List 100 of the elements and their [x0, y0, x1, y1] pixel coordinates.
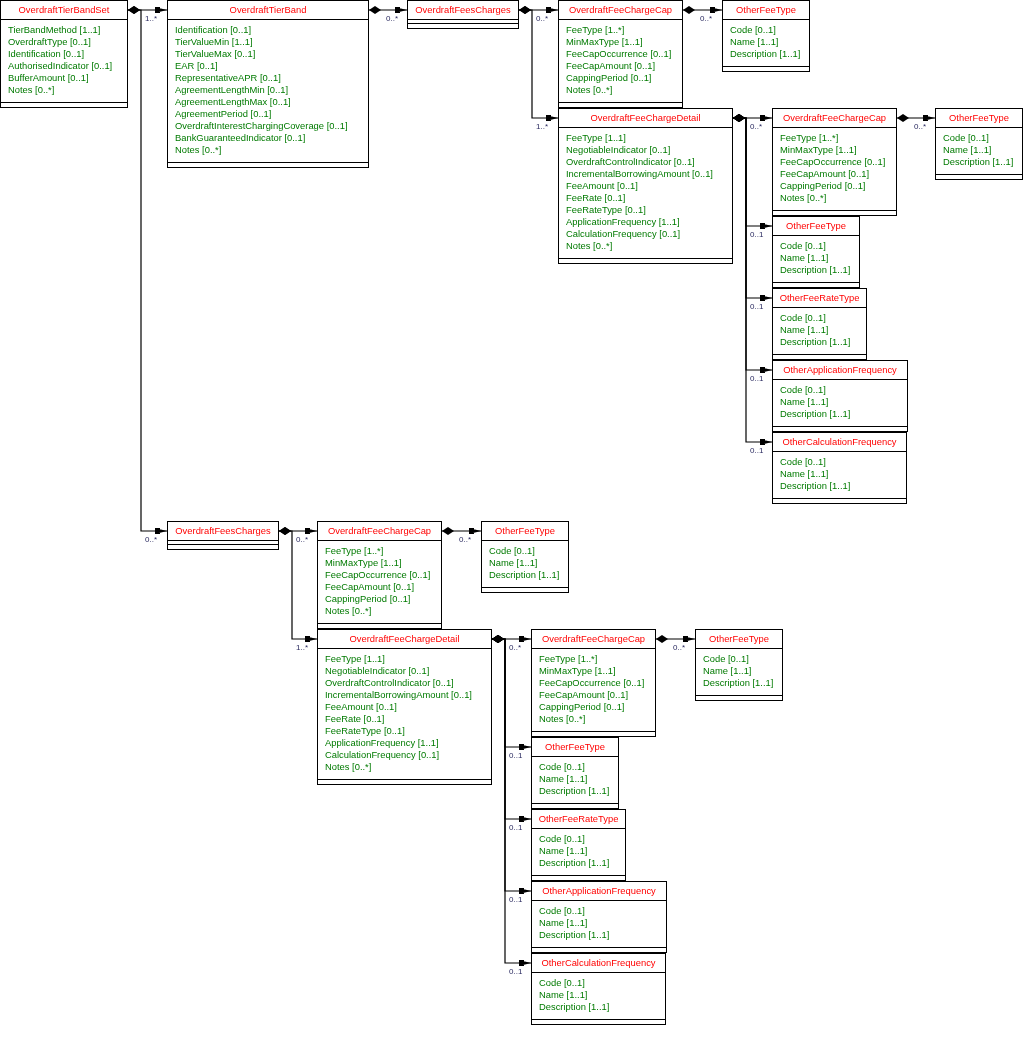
attribute-text: FeeType [1..*]	[539, 653, 599, 665]
multiplicity-label: 0..*	[699, 14, 713, 23]
attribute-text: FeeRate [0..1]	[566, 192, 627, 204]
class-box	[0, 0, 128, 108]
multiplicity-label: 0..*	[672, 643, 686, 652]
attribute-text: AgreementPeriod [0..1]	[175, 108, 273, 120]
class-box	[772, 432, 907, 504]
multiplicity-label: 0..1	[749, 302, 765, 311]
multiplicity-label: 0..1	[749, 230, 765, 239]
attribute-text: Notes [0..*]	[175, 144, 223, 156]
class-box	[935, 108, 1023, 180]
attribute-text: Notes [0..*]	[780, 192, 828, 204]
attribute-text: Identification [0..1]	[175, 24, 253, 36]
multiplicity-label: 0..1	[749, 446, 765, 455]
class-name: OverdraftFeesCharges	[168, 522, 278, 541]
attribute-text: FeeType [1..*]	[325, 545, 385, 557]
multiplicity-label: 1..*	[535, 122, 549, 131]
attribute-text: Code [0..1]	[703, 653, 750, 665]
class-box	[531, 737, 619, 809]
attribute-text: MinMaxType [1..1]	[566, 36, 644, 48]
attribute-text: Name [1..1]	[703, 665, 753, 677]
attribute-text: Description [1..1]	[539, 785, 611, 797]
attribute-text: FeeRate [0..1]	[325, 713, 386, 725]
attribute-text: MinMaxType [1..1]	[780, 144, 858, 156]
attribute-text: Name [1..1]	[780, 252, 830, 264]
class-box	[531, 629, 656, 737]
attribute-text: FeeAmount [0..1]	[566, 180, 639, 192]
class-name: OtherFeeRateType	[773, 289, 866, 308]
attribute-text: BufferAmount [0..1]	[8, 72, 90, 84]
attribute-text: Name [1..1]	[780, 324, 830, 336]
attribute-text: EAR [0..1]	[175, 60, 219, 72]
class-name: OtherCalculationFrequency	[532, 954, 665, 973]
attribute-text: FeeRateType [0..1]	[325, 725, 406, 737]
attribute-text: FeeCapOccurrence [0..1]	[325, 569, 432, 581]
attribute-text: Name [1..1]	[943, 144, 993, 156]
class-box	[481, 521, 569, 593]
attribute-text: FeeAmount [0..1]	[325, 701, 398, 713]
class-name: OtherFeeType	[532, 738, 618, 757]
attribute-text: IncrementalBorrowingAmount [0..1]	[566, 168, 714, 180]
attribute-text: CalculationFrequency [0..1]	[566, 228, 682, 240]
multiplicity-label: 0..1	[749, 374, 765, 383]
attribute-text: FeeCapAmount [0..1]	[325, 581, 416, 593]
class-name: OtherFeeType	[936, 109, 1022, 128]
attribute-text: Notes [0..*]	[566, 240, 614, 252]
attribute-text: FeeType [1..*]	[566, 24, 626, 36]
attribute-text: FeeType [1..*]	[780, 132, 840, 144]
attribute-text: CappingPeriod [0..1]	[780, 180, 867, 192]
attribute-text: Code [0..1]	[943, 132, 990, 144]
class-box	[317, 629, 492, 785]
class-name: OverdraftFeeChargeCap	[773, 109, 896, 128]
multiplicity-label: 1..*	[144, 14, 158, 23]
class-name: OtherFeeType	[696, 630, 782, 649]
attribute-text: Description [1..1]	[780, 264, 852, 276]
class-box	[531, 881, 667, 953]
class-box	[772, 216, 860, 288]
class-box	[772, 288, 867, 360]
attribute-text: RepresentativeAPR [0..1]	[175, 72, 282, 84]
multiplicity-label: 0..*	[295, 535, 309, 544]
attribute-text: CappingPeriod [0..1]	[566, 72, 653, 84]
attribute-text: Description [1..1]	[489, 569, 561, 581]
multiplicity-label: 0..*	[535, 14, 549, 23]
attribute-text: Description [1..1]	[539, 929, 611, 941]
attribute-text: ApplicationFrequency [1..1]	[566, 216, 681, 228]
multiplicity-label: 0..*	[749, 122, 763, 131]
class-box	[558, 108, 733, 264]
attribute-text: CalculationFrequency [0..1]	[325, 749, 441, 761]
class-name: OtherApplicationFrequency	[532, 882, 666, 901]
attribute-text: MinMaxType [1..1]	[325, 557, 403, 569]
attribute-text: Notes [0..*]	[325, 761, 373, 773]
class-box	[167, 521, 279, 550]
attribute-text: Name [1..1]	[539, 917, 589, 929]
attribute-text: OverdraftControlIndicator [0..1]	[566, 156, 696, 168]
attribute-text: FeeRateType [0..1]	[566, 204, 647, 216]
attribute-text: TierValueMin [1..1]	[175, 36, 254, 48]
attribute-text: FeeType [1..1]	[566, 132, 627, 144]
multiplicity-label: 0..1	[508, 967, 524, 976]
multiplicity-label: 0..*	[385, 14, 399, 23]
attribute-text: Name [1..1]	[780, 468, 830, 480]
attribute-text: Code [0..1]	[539, 761, 586, 773]
attribute-text: AuthorisedIndicator [0..1]	[8, 60, 114, 72]
attribute-text: OverdraftInterestChargingCoverage [0..1]	[175, 120, 349, 132]
attribute-text: Code [0..1]	[780, 384, 827, 396]
class-box	[772, 360, 908, 432]
multiplicity-label: 0..*	[913, 122, 927, 131]
class-box	[531, 953, 666, 1025]
class-name: OverdraftFeeChargeCap	[559, 1, 682, 20]
attribute-text: Name [1..1]	[539, 773, 589, 785]
multiplicity-label: 0..1	[508, 823, 524, 832]
attribute-text: Code [0..1]	[489, 545, 536, 557]
attribute-text: Name [1..1]	[780, 396, 830, 408]
attribute-text: Notes [0..*]	[325, 605, 373, 617]
class-name: OtherCalculationFrequency	[773, 433, 906, 452]
attribute-text: Description [1..1]	[539, 857, 611, 869]
attribute-text: BankGuaranteedIndicator [0..1]	[175, 132, 307, 144]
attribute-text: Description [1..1]	[780, 480, 852, 492]
attribute-text: CappingPeriod [0..1]	[325, 593, 412, 605]
class-name: OverdraftFeeChargeCap	[532, 630, 655, 649]
attribute-text: Code [0..1]	[539, 833, 586, 845]
attribute-text: FeeCapAmount [0..1]	[566, 60, 657, 72]
attribute-text: TierValueMax [0..1]	[175, 48, 257, 60]
